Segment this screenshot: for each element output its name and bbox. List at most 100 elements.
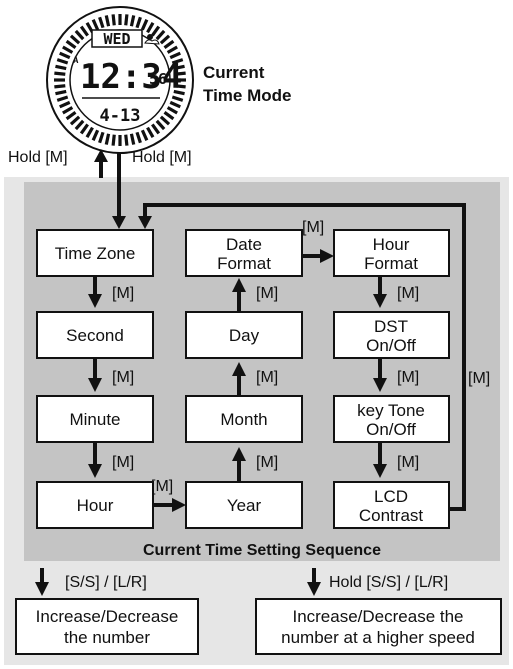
label-dst-keytone: [M] <box>397 369 419 386</box>
box-increase-decrease-label-1: Increase/Decrease <box>36 607 179 626</box>
box-dst-label-1: DST <box>374 317 408 336</box>
bottom-right-arrow-head <box>307 582 321 596</box>
sun-cloud-icon <box>144 34 160 45</box>
watch-tick <box>55 64 67 71</box>
box-increase-decrease-fast: Increase/Decrease the number at a higher… <box>255 598 502 655</box>
watch-tick <box>129 133 136 145</box>
watch-tick <box>98 131 105 144</box>
watch-tick-ring <box>54 14 186 146</box>
box-date-format-label-2: Format <box>217 254 271 273</box>
box-key-tone-label-2: On/Off <box>366 420 416 439</box>
watch-time: 12:34 <box>80 57 182 97</box>
box-hour-format: Hour Format <box>333 229 450 277</box>
watch-tick <box>98 16 105 29</box>
box-year-label: Year <box>227 496 262 515</box>
watch-tick <box>173 64 185 71</box>
box-key-tone-label-1: key Tone <box>357 401 425 420</box>
box-lcd-contrast-label-2: Contrast <box>359 506 424 525</box>
arrow-keytone-lcd-head <box>373 464 387 478</box>
label-second-minute: [M] <box>112 369 134 386</box>
watch-tick <box>65 39 77 49</box>
hold-arrow-down-head <box>112 216 126 229</box>
arrow-year-month-head <box>232 447 246 461</box>
watch-tick <box>62 45 74 54</box>
box-lcd-contrast: LCD Contrast <box>333 481 450 529</box>
watch-tick <box>111 134 116 146</box>
watch-tick <box>151 123 161 135</box>
label-hour-year: [M] <box>151 478 173 495</box>
watch-tick <box>124 14 129 26</box>
hold-label-left: Hold [M] <box>8 149 68 166</box>
box-date-format-label-1: Date <box>226 235 262 254</box>
watch-tick <box>155 119 166 131</box>
box-hour-format-label-1: Hour <box>373 235 410 254</box>
arrow-tz-second-head <box>88 294 102 308</box>
watch-tick <box>135 16 142 29</box>
watch-day: WED <box>103 30 130 48</box>
watch-tick <box>56 58 69 65</box>
box-month-label: Month <box>220 410 267 429</box>
box-minute-label: Minute <box>69 410 120 429</box>
watch-tick <box>151 25 161 37</box>
box-hour-format-label-2: Format <box>364 254 418 273</box>
watch-tick <box>173 89 185 96</box>
sequence-title: Current Time Setting Sequence <box>143 542 381 559</box>
arrow-dst-keytone-head <box>373 378 387 392</box>
box-minute: Minute <box>36 395 154 443</box>
box-increase-decrease-fast-label-2: number at a higher speed <box>281 628 475 647</box>
label-year-month: [M] <box>256 454 278 471</box>
bottom-left-arrow-head <box>35 582 49 596</box>
watch-tick <box>163 39 175 49</box>
watch-indicator: A <box>73 56 79 66</box>
mode-label-line-1: Current <box>203 63 265 82</box>
watch-tick <box>54 84 66 89</box>
watch-tick <box>56 95 69 102</box>
watch-tick <box>65 111 77 121</box>
watch-tick <box>54 71 66 76</box>
box-time-zone-label: Time Zone <box>55 244 136 263</box>
watch-tick <box>79 123 89 135</box>
box-dst: DST On/Off <box>333 311 450 359</box>
watch-tick <box>146 22 155 34</box>
watch-tick <box>69 115 81 126</box>
watch-tick <box>74 29 85 41</box>
watch-tick <box>169 100 181 109</box>
label-dateformat-hourformat: [M] <box>302 219 324 236</box>
box-increase-decrease-fast-label-1: Increase/Decrease the <box>292 607 463 626</box>
box-month: Month <box>185 395 303 443</box>
hold-arrow-up-head <box>94 149 108 162</box>
watch-tick <box>171 95 184 102</box>
watch-tick <box>59 100 71 109</box>
watch-tick <box>171 58 184 65</box>
watch-tick <box>124 134 129 146</box>
bottom-left-key-label: [S/S] / [L/R] <box>65 574 147 591</box>
box-time-zone: Time Zone <box>36 229 154 277</box>
box-hour-label: Hour <box>77 496 114 515</box>
watch-date: 4-13 <box>100 106 141 126</box>
arrow-second-minute-head <box>88 378 102 392</box>
watch-icon: WED A 12:34 56 4-13 <box>46 6 194 154</box>
label-hourformat-dst: [M] <box>397 285 419 302</box>
watch-tick <box>159 115 171 126</box>
watch-tick <box>91 129 100 141</box>
watch-tick <box>140 19 149 31</box>
watch-tick <box>146 126 155 138</box>
watch-tick <box>85 126 94 138</box>
label-keytone-lcd: [M] <box>397 454 419 471</box>
watch-tick <box>69 34 81 45</box>
label-minute-hour: [M] <box>112 454 134 471</box>
box-lcd-contrast-label-1: LCD <box>374 487 408 506</box>
watch-tick <box>135 131 142 144</box>
loop-arrow-head <box>138 216 152 229</box>
arrow-hour-year-head <box>172 498 186 512</box>
label-day-dateformat: [M] <box>256 285 278 302</box>
watch-tick <box>104 15 111 27</box>
label-tz-second: [M] <box>112 285 134 302</box>
arrow-month-day-head <box>232 362 246 376</box>
watch-tick <box>74 119 85 131</box>
box-second: Second <box>36 311 154 359</box>
box-year: Year <box>185 481 303 529</box>
box-date-format: Date Format <box>185 229 303 277</box>
